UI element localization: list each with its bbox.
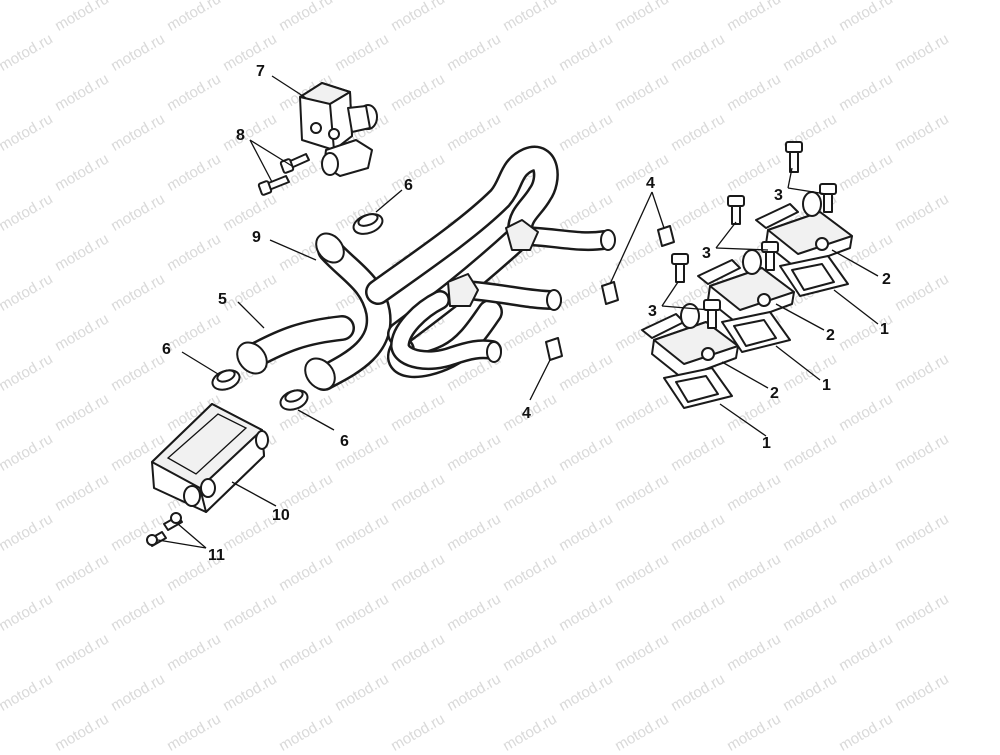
part-11-screws: [146, 512, 183, 547]
part-1-gaskets: [663, 255, 849, 409]
part-10-filter-box: [151, 403, 269, 513]
callout-1-top: 1: [880, 321, 889, 338]
callout-4-top: 4: [646, 175, 655, 192]
callout-1-middle: 1: [822, 377, 831, 394]
callout-1-bottom: 1: [762, 435, 771, 452]
leader-lines: [157, 75, 879, 549]
part-2-reed-housings: [641, 191, 853, 379]
part-7-air-valve: [299, 82, 378, 177]
callout-11: 11: [208, 547, 225, 564]
callout-5: 5: [218, 291, 227, 308]
callout-2-top: 2: [882, 271, 891, 288]
part-6-clamps: [211, 213, 384, 411]
part-3-bolts: [671, 141, 837, 329]
callout-3-middle: 3: [702, 245, 711, 262]
callout-6-bottom: 6: [340, 433, 349, 450]
callout-4-bottom: 4: [522, 405, 531, 422]
callout-9: 9: [252, 229, 261, 246]
callout-3-top: 3: [774, 187, 783, 204]
callout-labels: 7 8 6 9 5 6 6 4 4 3 3 3 2 2 2 1 1 1 10 1…: [162, 63, 891, 564]
callout-8: 8: [236, 127, 245, 144]
callout-2-middle: 2: [826, 327, 835, 344]
part-8-bolts: [257, 153, 310, 196]
callout-2-bottom: 2: [770, 385, 779, 402]
callout-6-top: 6: [404, 177, 413, 194]
callout-6-left: 6: [162, 341, 171, 358]
callout-10: 10: [272, 507, 290, 524]
part-4-caps: [545, 225, 675, 361]
rear-branch-hoses: [390, 219, 616, 371]
part-9-hose: [311, 145, 559, 391]
callout-7: 7: [256, 63, 265, 80]
callout-3-bottom: 3: [648, 303, 657, 320]
